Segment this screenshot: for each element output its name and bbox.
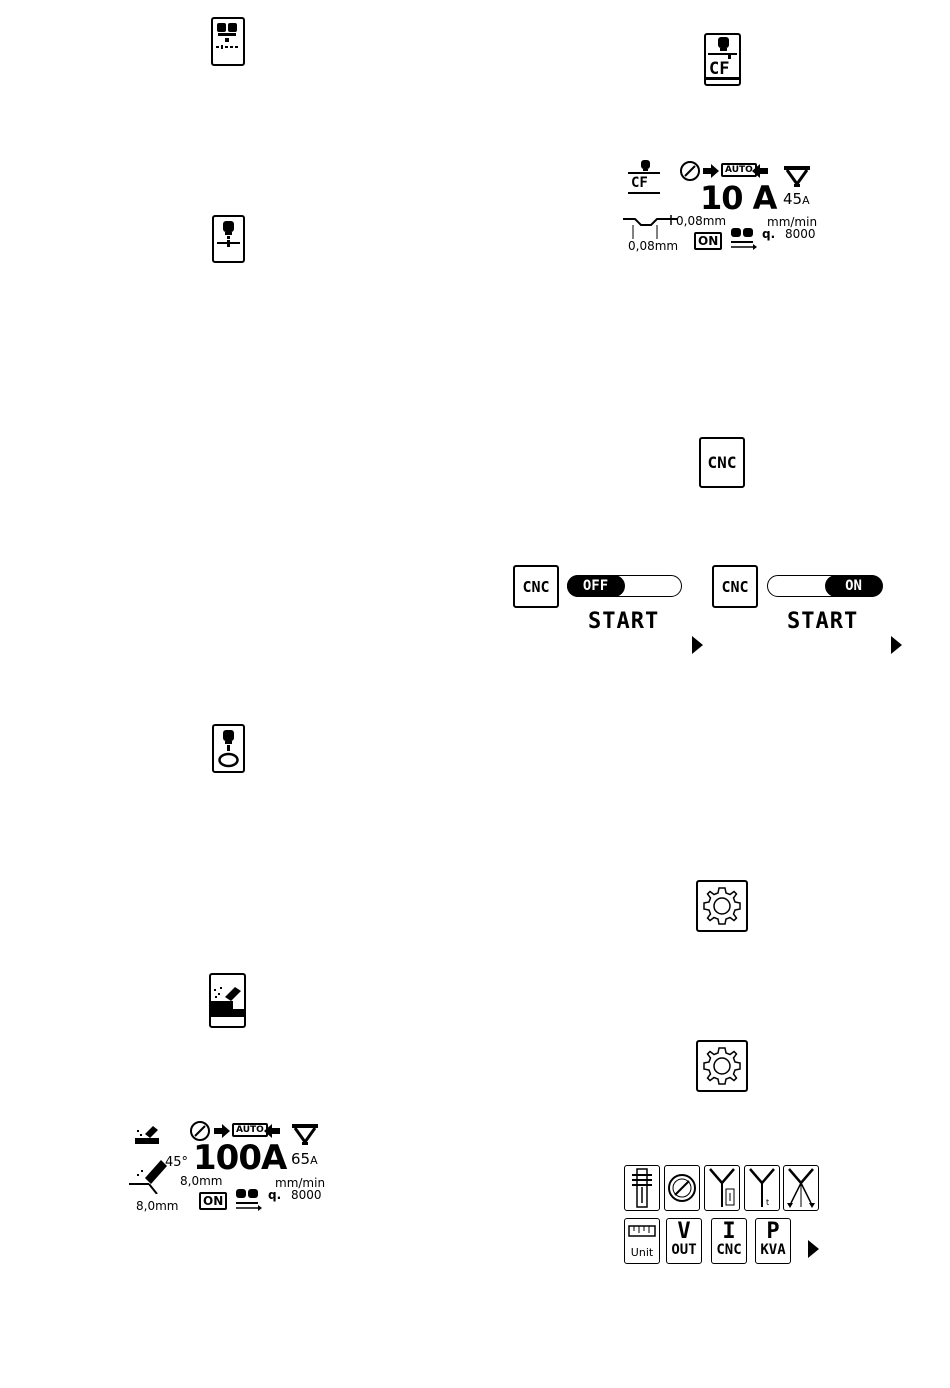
gas-icon xyxy=(234,1189,262,1211)
play-arrow-icon[interactable] xyxy=(808,1240,819,1258)
gear-icon xyxy=(696,880,748,932)
gas-icon xyxy=(729,228,757,250)
multi-torch-icon xyxy=(211,17,245,66)
bevel-cut-icon xyxy=(209,973,246,1028)
cut-current: 100A xyxy=(193,1138,286,1178)
gauge-icon xyxy=(679,160,701,182)
single-torch-icon xyxy=(212,215,245,263)
cf-display-panel: CF AUTO 45A 10 A 0,08mm mm/min q. 8000 O… xyxy=(620,157,830,257)
pilot-current: 65A xyxy=(291,1150,318,1168)
dim-top: 8,0mm xyxy=(180,1174,222,1188)
bevel-display-panel: AUTO 65A 45° 100A 8,0mm mm/min q. 8000 O… xyxy=(125,1118,335,1218)
nozzle-icon xyxy=(292,1124,318,1146)
current-cnc-icon[interactable]: I CNC xyxy=(711,1218,747,1264)
toggle-knob-on: ON xyxy=(825,575,883,597)
svg-text:t: t xyxy=(766,1198,769,1207)
arrow-right-icon xyxy=(214,1124,230,1138)
unit-ruler-icon[interactable]: Unit xyxy=(624,1218,660,1264)
pilot-current: 45A xyxy=(783,190,810,208)
bar-scale-icon[interactable] xyxy=(624,1165,660,1211)
bevel-cut-icon xyxy=(135,1124,161,1146)
cnc-icon: CNC xyxy=(699,437,745,488)
voltage-out-icon[interactable]: V OUT xyxy=(666,1218,702,1264)
cnc-on-icon: CNC xyxy=(712,565,758,608)
play-arrow-icon[interactable] xyxy=(692,636,703,654)
unit-label: Unit xyxy=(631,1246,653,1259)
torch-cycle-icon xyxy=(212,724,245,773)
auto-badge: AUTO xyxy=(232,1123,268,1137)
cnc-off-icon: CNC xyxy=(513,565,559,608)
start-label-on: START xyxy=(787,609,858,634)
dim-bottom: 8,0mm xyxy=(136,1199,178,1213)
bevel-angle: 45° xyxy=(165,1155,188,1170)
gauge-icon[interactable] xyxy=(664,1165,700,1211)
arrow-left-icon xyxy=(752,164,768,178)
on-badge: ON xyxy=(199,1192,227,1210)
cut-current: 10 A xyxy=(700,179,776,217)
cf-label: CF xyxy=(709,59,729,79)
play-arrow-icon[interactable] xyxy=(891,636,902,654)
on-badge: ON xyxy=(694,232,722,250)
speed-readout: q. 8000 xyxy=(268,1188,322,1202)
gear-icon xyxy=(696,1040,748,1092)
dim-top: 0,08mm xyxy=(676,214,726,228)
arrow-left-icon xyxy=(264,1124,280,1138)
dim-bottom: 0,08mm xyxy=(628,239,678,253)
cf-panel-label: CF xyxy=(631,175,648,191)
arc-spread-icon[interactable] xyxy=(783,1165,819,1211)
height-control-icon[interactable] xyxy=(704,1165,740,1211)
arrow-right-icon xyxy=(703,164,719,178)
cf-torch-icon: CF xyxy=(704,33,741,86)
nozzle-icon xyxy=(784,166,810,188)
toggle-knob-off: OFF xyxy=(567,575,625,597)
power-kva-icon[interactable]: P KVA xyxy=(755,1218,791,1264)
speed-readout: q. 8000 xyxy=(762,227,816,241)
bevel-torch-icon xyxy=(127,1154,169,1194)
cnc-off-toggle[interactable]: OFF xyxy=(567,575,682,597)
time-control-icon[interactable]: t xyxy=(744,1165,780,1211)
cnc-on-toggle[interactable]: ON xyxy=(767,575,882,597)
start-label-off: START xyxy=(588,609,659,634)
